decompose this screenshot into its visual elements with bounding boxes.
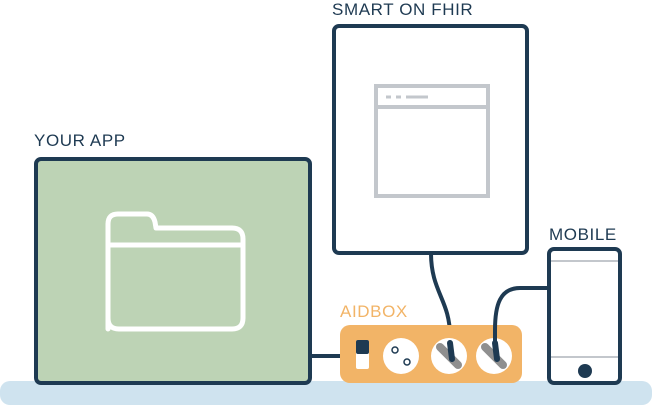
browser-window-icon <box>374 84 490 198</box>
mobile-device[interactable] <box>547 247 622 385</box>
power-switch-icon[interactable] <box>356 340 369 369</box>
socket-empty-icon <box>383 338 419 374</box>
aidbox-label: AIDBOX <box>340 302 408 321</box>
smart-on-fhir-label: SMART ON FHIR <box>332 0 474 19</box>
cable-mobile-aidbox <box>493 286 549 345</box>
folder-icon <box>105 211 246 332</box>
floor-surface <box>0 381 652 405</box>
your-app-label: YOUR APP <box>34 131 126 150</box>
socket-plugged-smart-icon <box>431 338 467 374</box>
home-button-icon[interactable] <box>578 364 592 378</box>
aidbox-device[interactable] <box>340 325 522 383</box>
smart-on-fhir-device[interactable] <box>332 24 529 255</box>
socket-plugged-mobile-icon <box>476 338 512 374</box>
your-app-device[interactable] <box>34 157 312 385</box>
mobile-label: MOBILE <box>549 225 617 244</box>
